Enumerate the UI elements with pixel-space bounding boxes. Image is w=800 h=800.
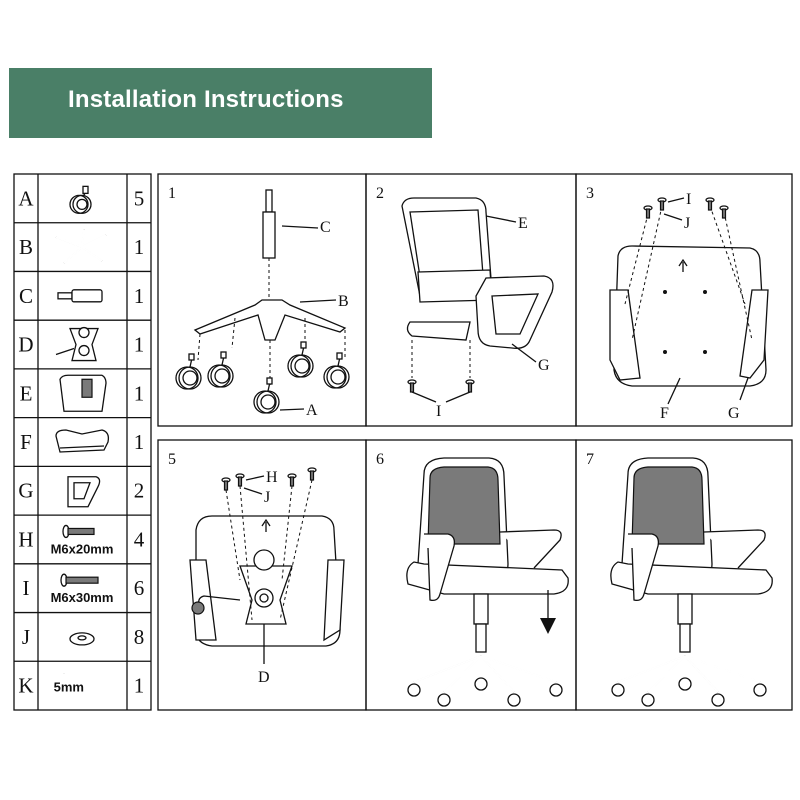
step-1-callout-c: C <box>320 219 331 236</box>
part-qty-c: 1 <box>134 284 145 308</box>
step-number-7: 7 <box>586 451 594 468</box>
step-3-illustration <box>609 197 769 405</box>
step-number-3: 3 <box>586 185 594 202</box>
step-5-callout-j: J <box>264 489 270 506</box>
step-number-1: 1 <box>168 185 176 202</box>
step-2-callout-i: I <box>436 403 441 420</box>
step-3-callout-f: F <box>660 405 669 422</box>
part-qty-k: 1 <box>134 674 145 698</box>
part-qty-e: 1 <box>134 381 145 405</box>
step-5-callout-h: H <box>266 469 278 486</box>
part-letter-c: C <box>19 284 33 308</box>
part-qty-f: 1 <box>134 430 145 454</box>
part-spec-k: 5mm <box>54 680 84 695</box>
step-6-down-arrow <box>540 590 556 634</box>
part-spec-h: M6x20mm <box>51 541 114 556</box>
part-qty-h: 4 <box>134 527 145 551</box>
tilt-mechanism-icon <box>55 326 99 362</box>
step-1-callout-b: B <box>338 293 349 310</box>
part-qty-a: 5 <box>134 186 145 210</box>
step-number-5: 5 <box>168 451 176 468</box>
part-letter-j: J <box>22 625 30 649</box>
part-qty-g: 2 <box>134 479 145 503</box>
step-2-callout-g: G <box>538 357 550 374</box>
part-letter-h: H <box>18 527 33 551</box>
gas-lift-icon <box>57 289 103 303</box>
step-3-callout-i: I <box>686 191 691 208</box>
header-banner: Installation Instructions <box>9 68 432 138</box>
part-qty-d: 1 <box>134 333 145 357</box>
page-title: Installation Instructions <box>68 86 344 113</box>
step-2-callout-e: E <box>518 215 528 232</box>
step-number-2: 2 <box>376 185 384 202</box>
part-letter-i: I <box>23 576 30 600</box>
step-7-illustration <box>609 457 774 707</box>
step-1-callout-a: A <box>306 402 318 419</box>
allen-key-icon <box>63 673 84 695</box>
part-qty-j: 8 <box>134 625 145 649</box>
part-letter-g: G <box>18 479 33 503</box>
washer-icon <box>69 632 95 646</box>
step-1-illustration <box>175 189 350 414</box>
part-letter-d: D <box>18 333 33 357</box>
step-3-callout-g: G <box>728 405 740 422</box>
step-6-illustration <box>405 457 570 707</box>
star-base-icon <box>55 228 107 264</box>
part-letter-a: A <box>18 186 34 210</box>
part-qty-b: 1 <box>134 235 145 259</box>
short-screw-icon <box>62 524 95 539</box>
step-5-illustration <box>189 467 345 664</box>
long-screw-icon <box>60 573 99 587</box>
step-3-callout-j: J <box>684 215 690 232</box>
backrest-icon <box>59 374 107 412</box>
part-letter-k: K <box>18 674 33 698</box>
step-number-6: 6 <box>376 451 384 468</box>
seat-cushion-icon <box>55 429 110 453</box>
step-panel-7 <box>575 439 793 711</box>
caster-wheel-icon <box>69 185 92 215</box>
part-letter-e: E <box>20 381 33 405</box>
part-spec-i: M6x30mm <box>51 590 114 605</box>
part-qty-i: 6 <box>134 576 145 600</box>
part-letter-b: B <box>19 235 33 259</box>
armrest-icon <box>67 476 101 508</box>
step-5-callout-d: D <box>258 669 270 686</box>
step-2-illustration <box>401 197 554 403</box>
part-letter-f: F <box>20 430 32 454</box>
step-panel-3 <box>575 173 793 427</box>
